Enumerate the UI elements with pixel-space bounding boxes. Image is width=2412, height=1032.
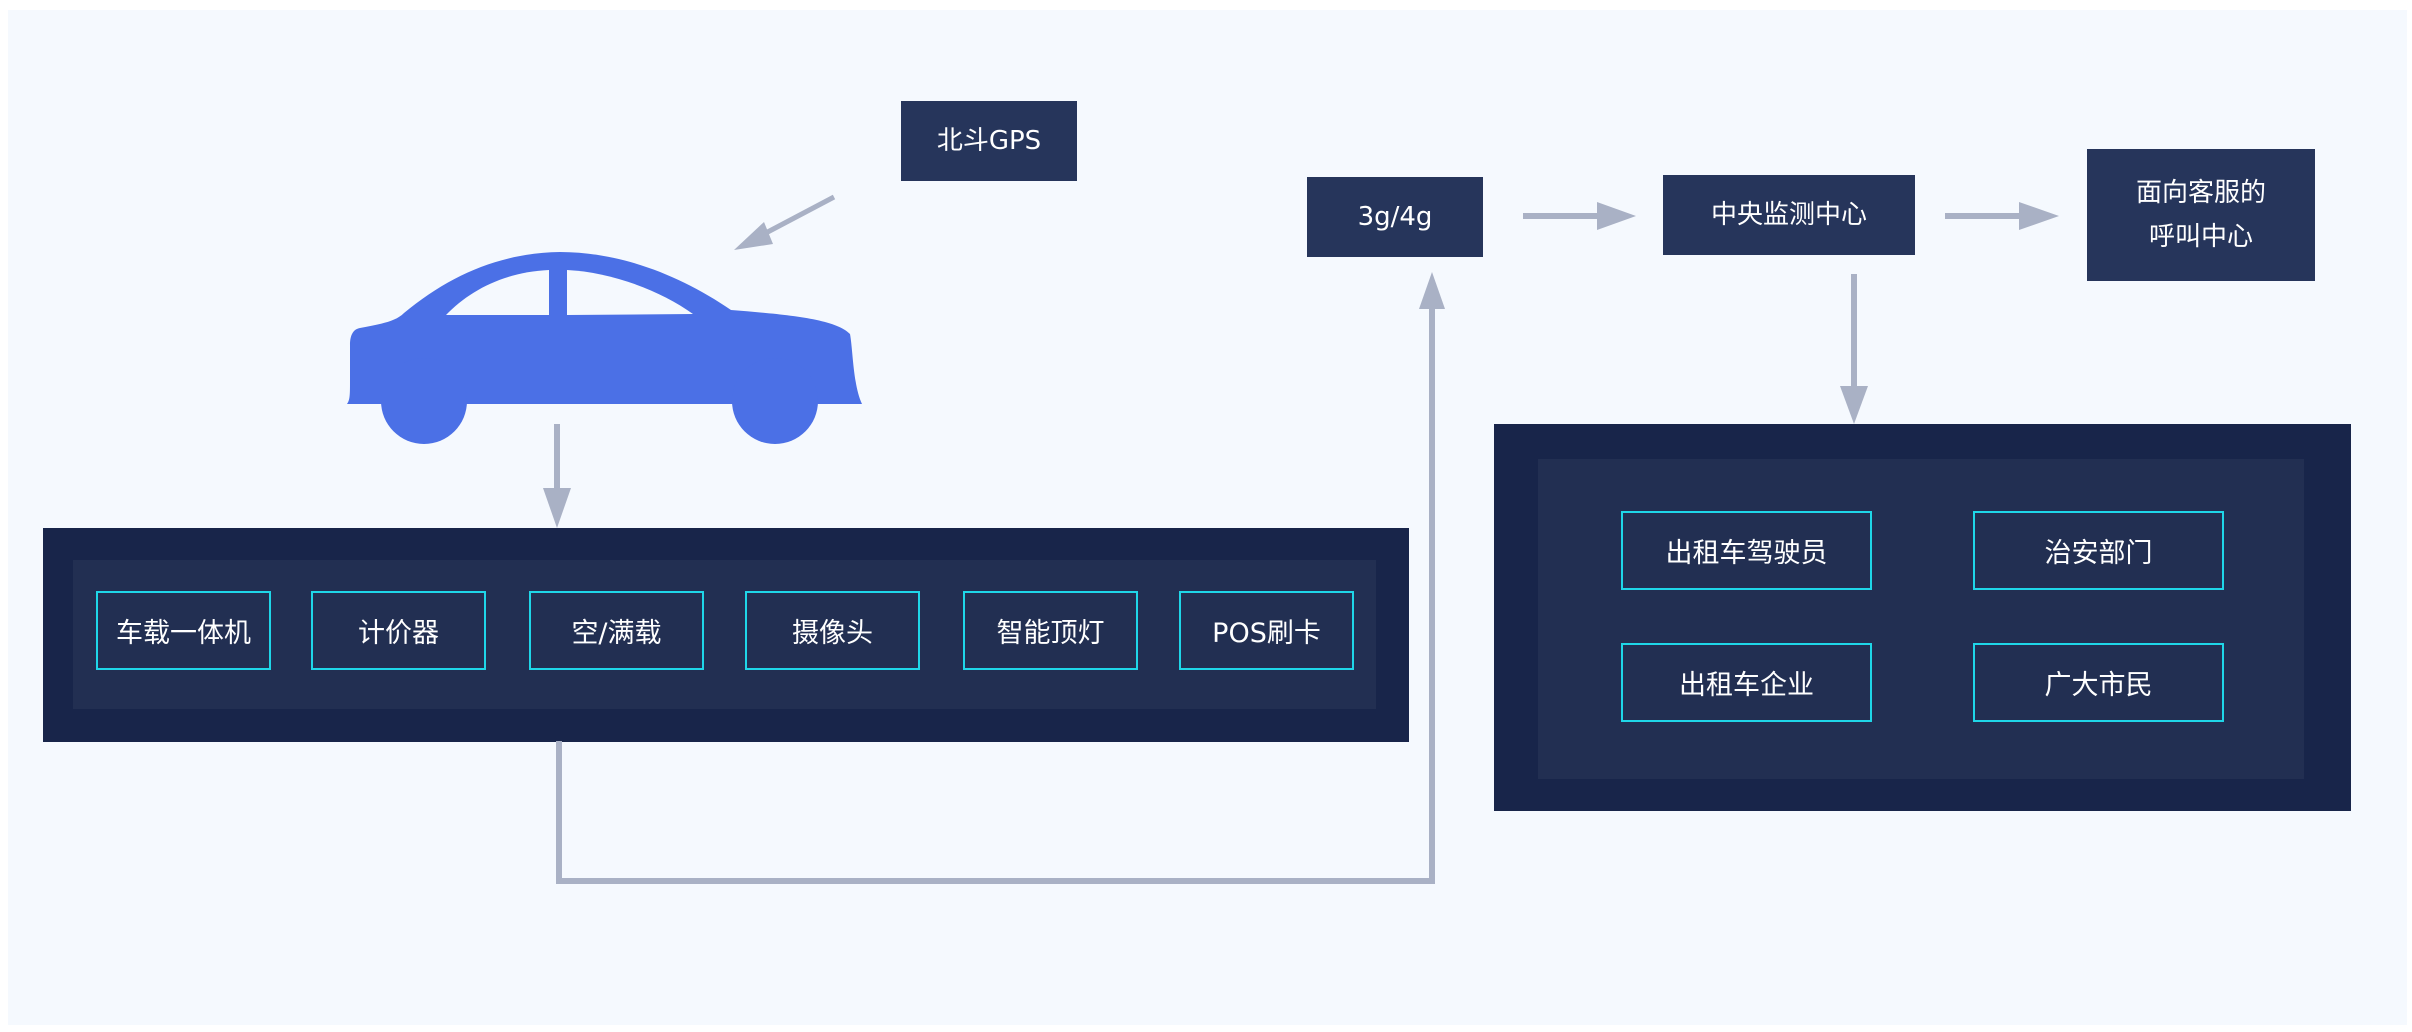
call-center-node: 面向客服的 呼叫中心: [2087, 149, 2315, 281]
device-chip: POS刷卡: [1179, 591, 1354, 670]
recipient-chip: 治安部门: [1973, 511, 2224, 590]
recipients-inner: [1538, 459, 2304, 779]
recipient-chip: 出租车企业: [1621, 643, 1872, 722]
device-chip: 计价器: [311, 591, 486, 670]
network-node: 3g/4g: [1307, 177, 1483, 257]
device-chip: 摄像头: [745, 591, 920, 670]
device-chip: 车载一体机: [96, 591, 271, 670]
vehicle-devices-inner: [73, 560, 1376, 709]
gps-node: 北斗GPS: [901, 101, 1077, 181]
recipient-chip: 出租车驾驶员: [1621, 511, 1872, 590]
monitor-center-node: 中央监测中心: [1663, 175, 1915, 255]
device-chip: 智能顶灯: [963, 591, 1138, 670]
call-center-label-line2: 呼叫中心: [2148, 222, 2253, 252]
device-chip: 空/满载: [529, 591, 704, 670]
recipient-chip: 广大市民: [1973, 643, 2224, 722]
call-center-label-line1: 面向客服的: [2135, 178, 2266, 208]
